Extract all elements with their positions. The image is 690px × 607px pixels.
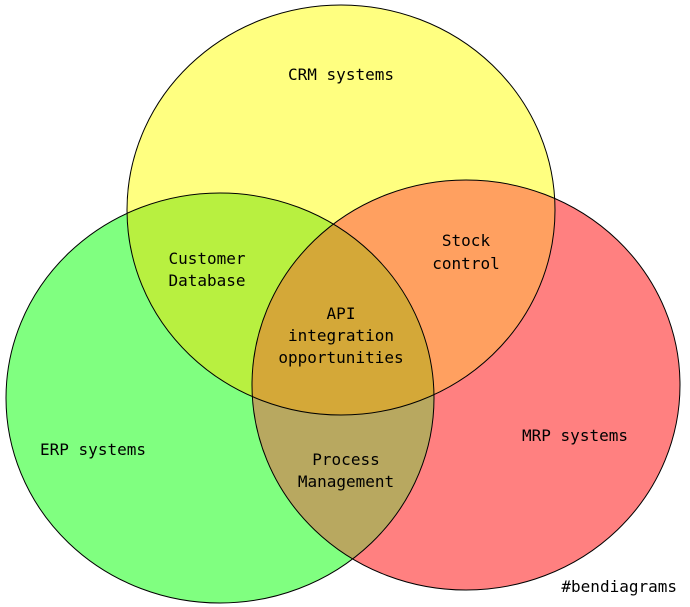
erp-mrp-label-line-1: Process xyxy=(312,450,379,469)
mrp-label: MRP systems xyxy=(522,426,628,445)
mrp-outline xyxy=(251,179,681,591)
erp-mrp-label-line-2: Management xyxy=(298,472,394,491)
all-label-line-1: API xyxy=(327,304,356,323)
credit-hashtag: #bendiagrams xyxy=(561,577,677,596)
crm-mrp-label-line-2: control xyxy=(432,254,499,273)
crm-erp-label-line-2: Database xyxy=(168,271,245,290)
all-label-line-3: opportunities xyxy=(278,348,403,367)
crm-label: CRM systems xyxy=(288,65,394,84)
crm-outline xyxy=(126,4,556,416)
erp-label: ERP systems xyxy=(40,440,146,459)
all-label-line-2: integration xyxy=(288,326,394,345)
crm-erp-label-line-1: Customer xyxy=(168,249,245,268)
erp-outline xyxy=(5,192,435,604)
crm-mrp-label-line-1: Stock xyxy=(442,231,491,250)
